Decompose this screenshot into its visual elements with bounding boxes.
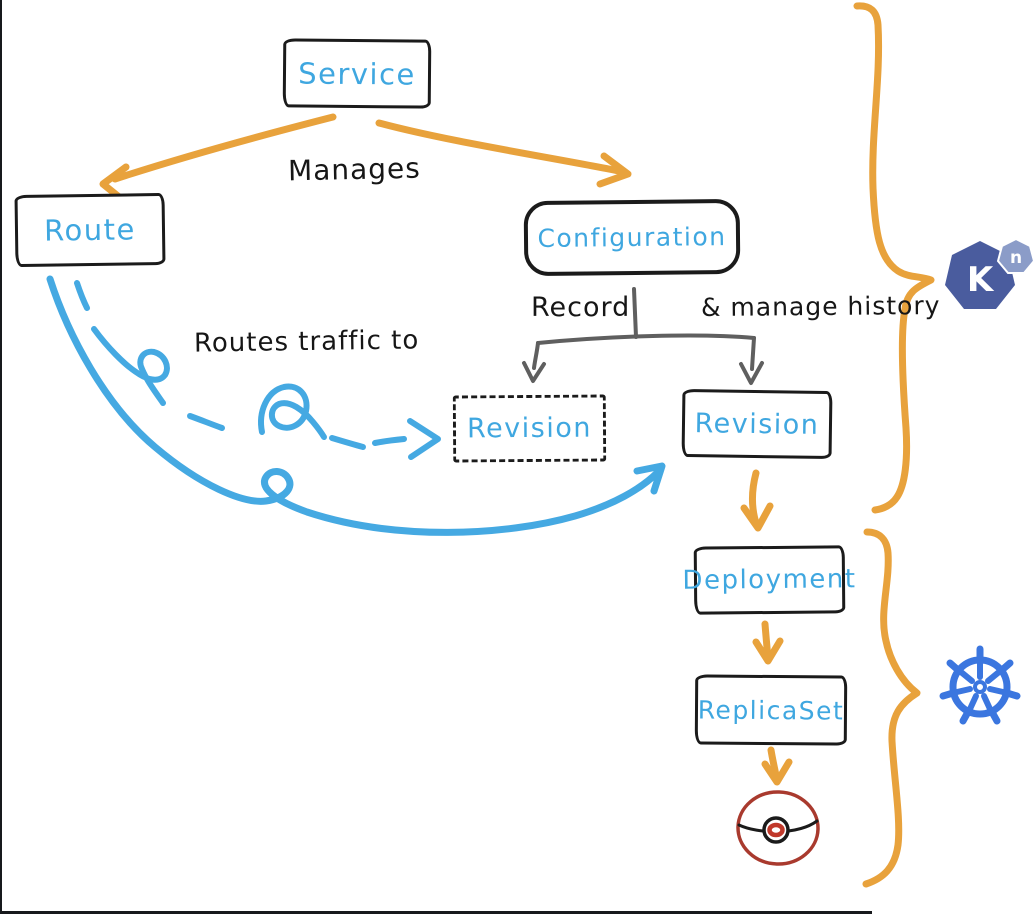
node-deployment-label: Deployment <box>682 564 857 596</box>
node-revision-active: Revision <box>681 388 833 460</box>
arrow-deployment-to-replicaset <box>752 620 784 665</box>
arrow-revision-to-deployment <box>740 469 774 532</box>
edge-label-record: Record <box>531 292 631 323</box>
node-replicaset-label: ReplicaSet <box>697 694 845 726</box>
edge-label-routes-traffic-to: Routes traffic to <box>193 325 420 359</box>
edge-label-manage-history: & manage history <box>700 290 941 323</box>
knative-letter-k: K <box>967 260 995 300</box>
node-service: Service <box>282 38 432 109</box>
node-deployment: Deployment <box>682 545 857 615</box>
pod-icon <box>736 790 820 866</box>
arrow-replicaset-to-pod <box>761 746 793 786</box>
knative-logo: K n <box>945 237 1036 309</box>
node-replicaset: ReplicaSet <box>694 674 848 746</box>
brace-knative-scope <box>853 2 935 514</box>
node-route-label: Route <box>43 212 137 248</box>
node-configuration: Configuration <box>523 198 741 277</box>
brace-kubernetes-scope <box>862 528 921 888</box>
dashed-curve-route-to-planned-revision <box>74 280 441 460</box>
node-route: Route <box>14 192 166 268</box>
window-bottom-edge <box>0 911 872 914</box>
node-revision-planned: Revision <box>452 394 607 463</box>
node-service-label: Service <box>298 55 416 92</box>
node-revision-active-label: Revision <box>694 407 820 441</box>
kubernetes-logo <box>939 645 1021 725</box>
knative-letter-n: n <box>1010 248 1022 268</box>
edge-label-manages: Manages <box>287 151 422 188</box>
window-left-edge <box>0 0 2 914</box>
node-configuration-label: Configuration <box>537 222 727 253</box>
knative-heptagon-large <box>945 241 1015 309</box>
node-revision-planned-label: Revision <box>466 412 593 445</box>
knative-heptagon-small <box>996 237 1036 274</box>
